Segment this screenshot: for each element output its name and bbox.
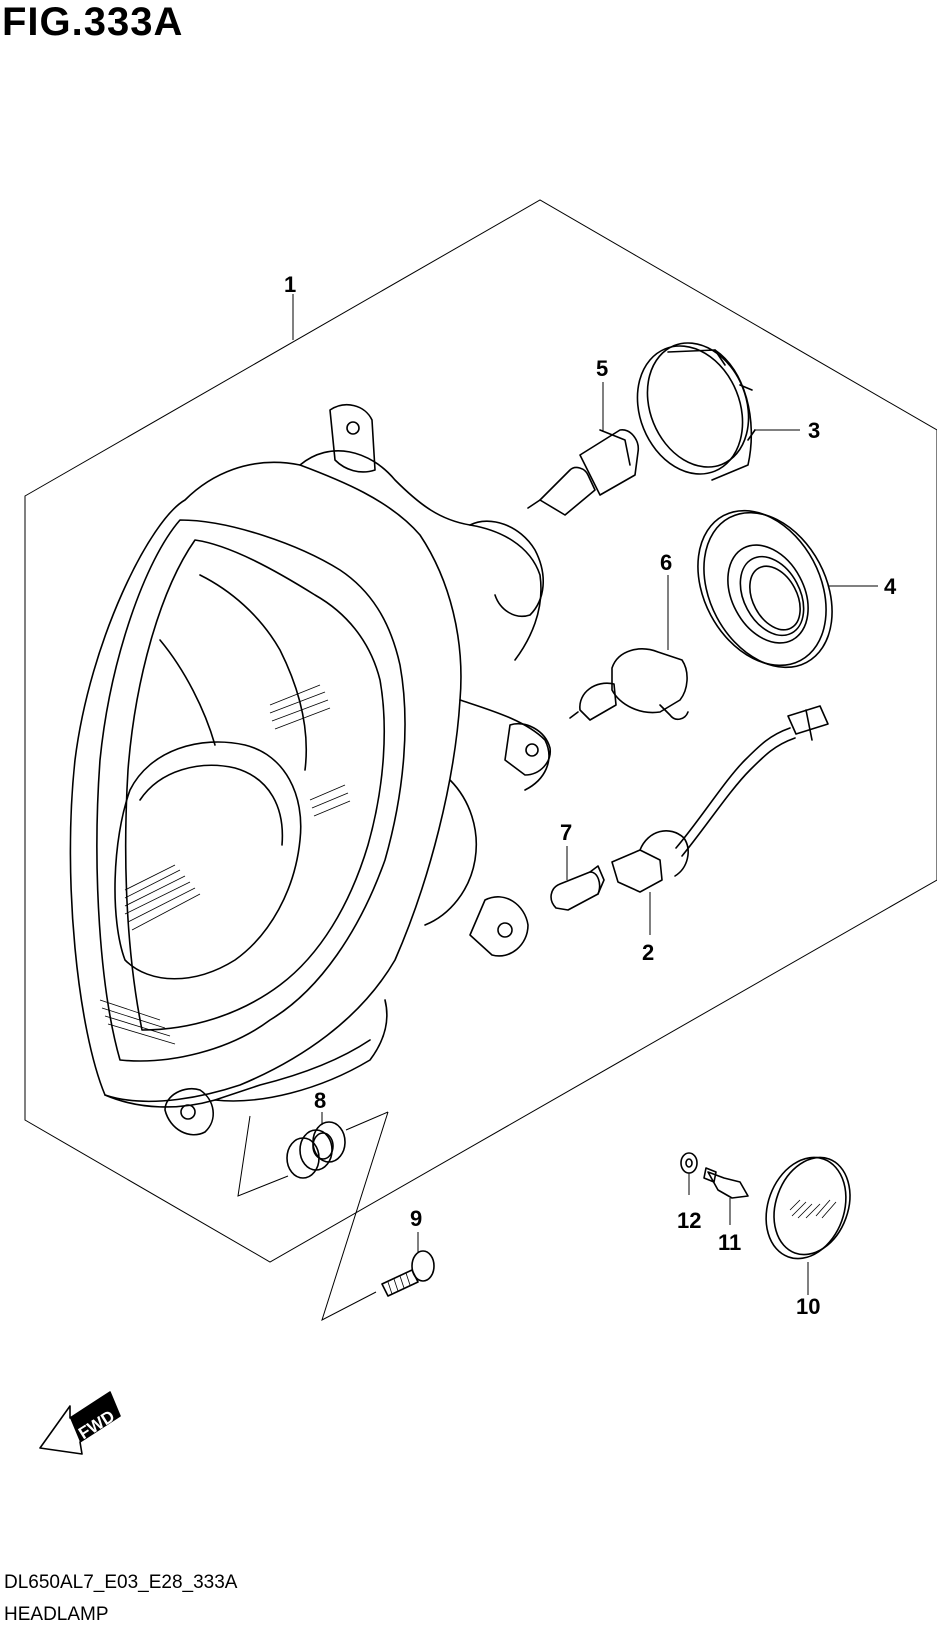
callout-3: 3	[808, 418, 820, 443]
part-8-grommet	[286, 1121, 346, 1179]
callout-6: 6	[660, 550, 672, 575]
part-6-bulb	[569, 648, 689, 721]
part-3-socket-cover	[636, 342, 756, 481]
part-12-washer	[680, 1152, 698, 1174]
fwd-direction-arrow: FWD	[39, 1391, 121, 1455]
callout-12: 12	[677, 1208, 701, 1233]
part-2-position-lamp-socket	[611, 705, 829, 893]
part-5-headlamp-bulb	[527, 429, 640, 516]
callout-11: 11	[718, 1230, 741, 1255]
part-9-screw	[381, 1250, 435, 1297]
reflector-shading	[99, 684, 351, 1045]
callout-9: 9	[410, 1206, 422, 1231]
projection-lines-9	[321, 1111, 389, 1321]
figure-title: FIG.333A	[2, 0, 184, 44]
diagram-caption: HEADLAMP	[4, 1604, 109, 1625]
callout-7: 7	[560, 820, 572, 845]
callout-1: 1	[284, 272, 296, 297]
callout-8: 8	[314, 1088, 326, 1113]
diagram-code: DL650AL7_E03_E28_333A	[4, 1572, 238, 1593]
part-11-spacer	[703, 1167, 749, 1199]
part-4-rubber-cap	[697, 509, 833, 669]
part-10-reflector	[765, 1156, 851, 1260]
projection-lines-8	[237, 1115, 289, 1197]
callout-10: 10	[796, 1294, 820, 1319]
part-1-headlamp-housing	[69, 404, 551, 1136]
assembly-boundary	[24, 199, 937, 1263]
callout-4: 4	[884, 574, 897, 599]
part-7-position-bulb	[550, 865, 605, 911]
callout-5: 5	[596, 356, 608, 381]
callout-2: 2	[642, 940, 654, 965]
